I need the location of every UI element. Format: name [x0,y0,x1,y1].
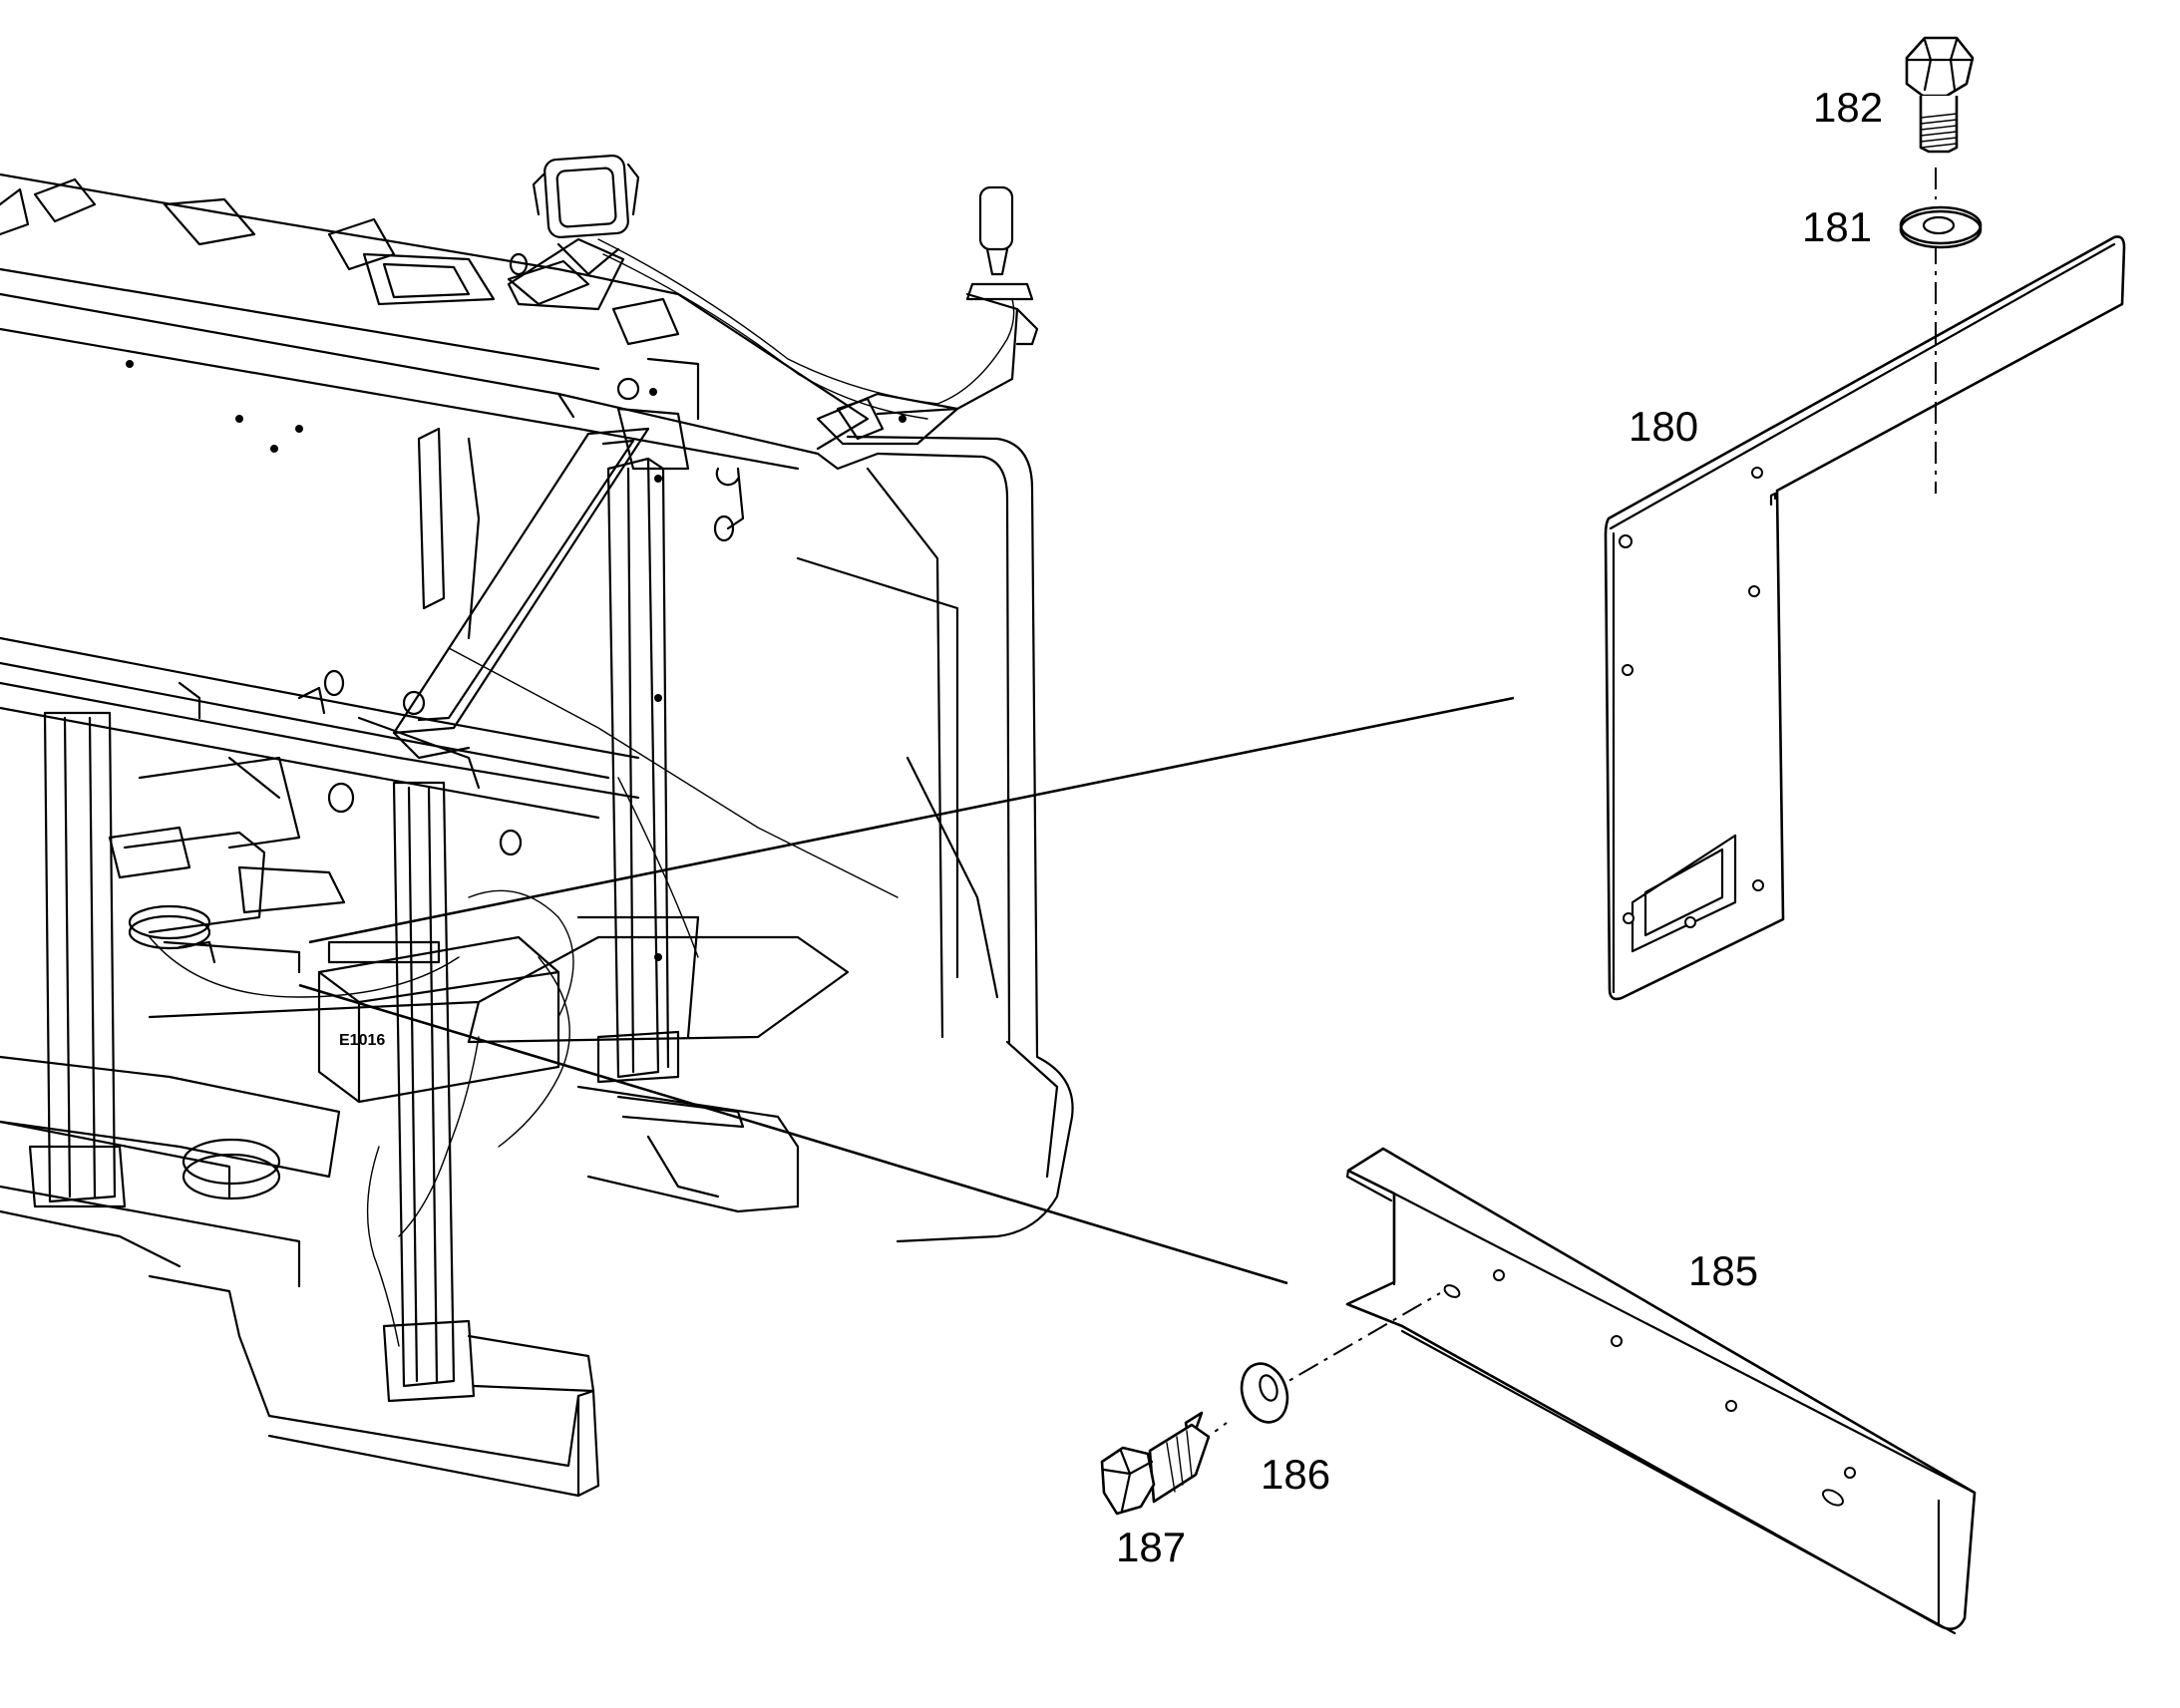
machine-frame-assembly: E1016 [0,155,1074,1498]
callout-186: 186 [1261,1451,1330,1498]
part-181-washer [1899,205,1983,249]
leader-185 [298,983,1288,1285]
leader-180 [308,696,1515,944]
callout-187: 187 [1116,1524,1186,1570]
panel-tag: E1016 [339,1032,385,1049]
part-180-panel [1604,235,2126,1001]
callout-labels: 182 181 180 185 186 187 [1116,84,1883,1570]
part-182-hex-bolt [1905,36,1975,154]
callout-180: 180 [1629,403,1698,450]
leader-lines [298,696,1515,1285]
callout-185: 185 [1688,1247,1758,1294]
part-187-hex-bolt [1100,1411,1211,1516]
callout-182: 182 [1813,84,1883,131]
work-light [507,155,640,311]
part-185-channel [1345,1147,1977,1635]
part-186-washer [1240,1362,1289,1424]
beacon-post [816,185,1039,446]
callout-181: 181 [1802,203,1872,250]
